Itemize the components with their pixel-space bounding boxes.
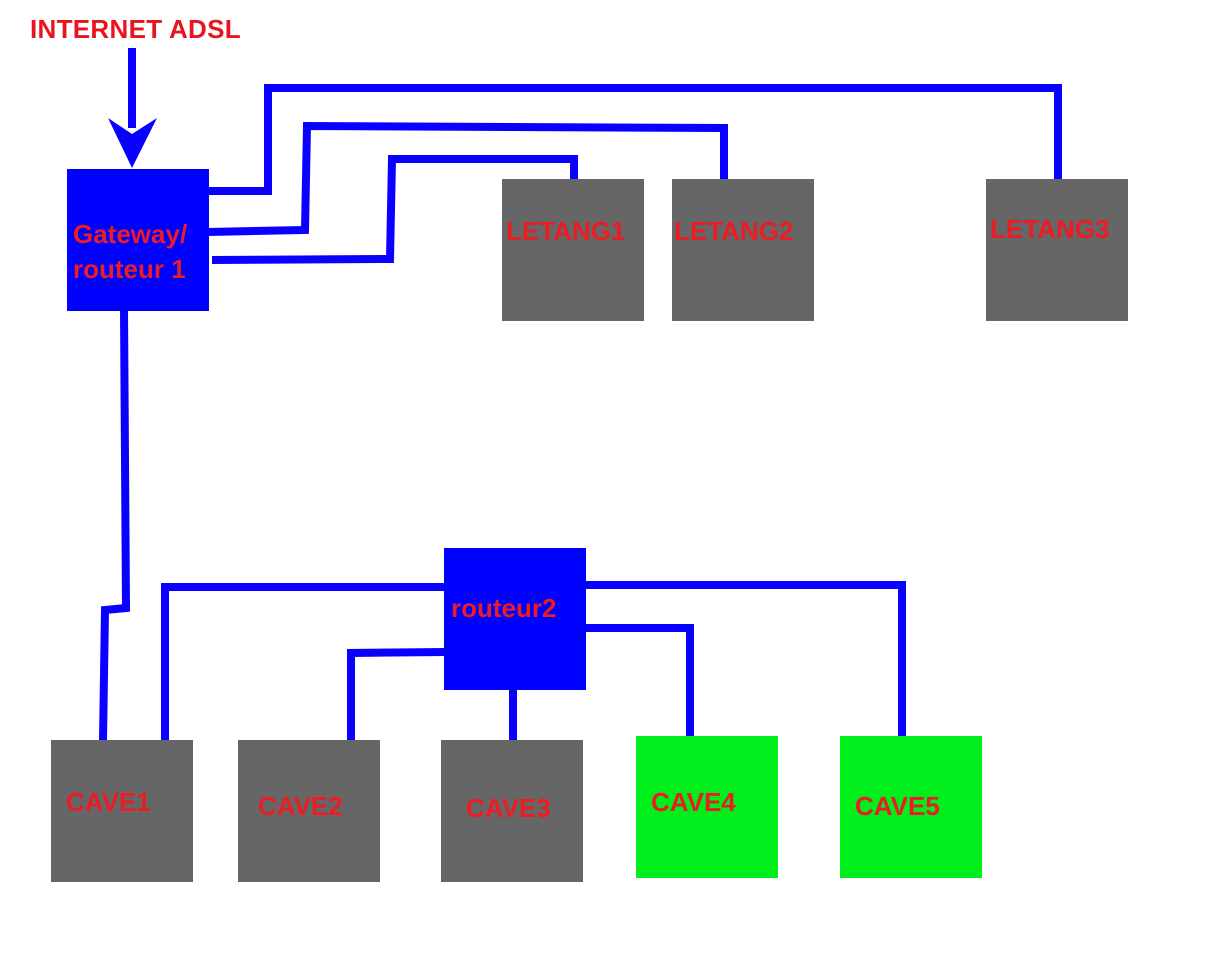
wire-gateway-cave1 xyxy=(99,309,131,741)
routeur2[interactable]: routeur2 xyxy=(444,548,586,690)
cave1-label: CAVE1 xyxy=(66,787,151,817)
letang3-label: LETANG3 xyxy=(990,214,1110,244)
cave2-device[interactable]: CAVE2 xyxy=(238,740,380,882)
cave5-device[interactable]: CAVE5 xyxy=(840,736,982,878)
letang3-device[interactable]: LETANG3 xyxy=(986,179,1128,321)
cave3-label: CAVE3 xyxy=(466,793,551,823)
routeur2-label: routeur2 xyxy=(451,593,557,623)
cave5-label: CAVE5 xyxy=(855,791,940,821)
letang2-label: LETANG2 xyxy=(674,216,794,246)
wire-routeur2-cave1 xyxy=(161,583,445,740)
cave4-label: CAVE4 xyxy=(651,787,736,817)
wire-routeur2-cave2 xyxy=(347,648,446,740)
cave4-device[interactable]: CAVE4 xyxy=(636,736,778,878)
wire-gateway-letang1 xyxy=(211,155,578,264)
internet-adsl-label: INTERNET ADSL xyxy=(30,14,241,44)
cave3-device[interactable]: CAVE3 xyxy=(441,740,583,882)
letang1-label: LETANG1 xyxy=(506,216,626,246)
gateway-label-line2: routeur 1 xyxy=(73,254,186,284)
gateway-label-line1: Gateway/ xyxy=(73,219,188,249)
cave2-label: CAVE2 xyxy=(258,791,343,821)
gateway-router[interactable]: Gateway/ routeur 1 xyxy=(67,169,209,311)
wire-gateway-letang3 xyxy=(208,84,1062,195)
letang2-device[interactable]: LETANG2 xyxy=(672,179,814,321)
wire-gateway-letang2 xyxy=(207,121,728,236)
letang1-device[interactable]: LETANG1 xyxy=(502,179,644,321)
wire-routeur2-cave5 xyxy=(586,581,906,736)
wire-routeur2-cave4 xyxy=(586,624,694,736)
cave1-device[interactable]: CAVE1 xyxy=(51,740,193,882)
internet-arrow-head xyxy=(108,118,157,168)
